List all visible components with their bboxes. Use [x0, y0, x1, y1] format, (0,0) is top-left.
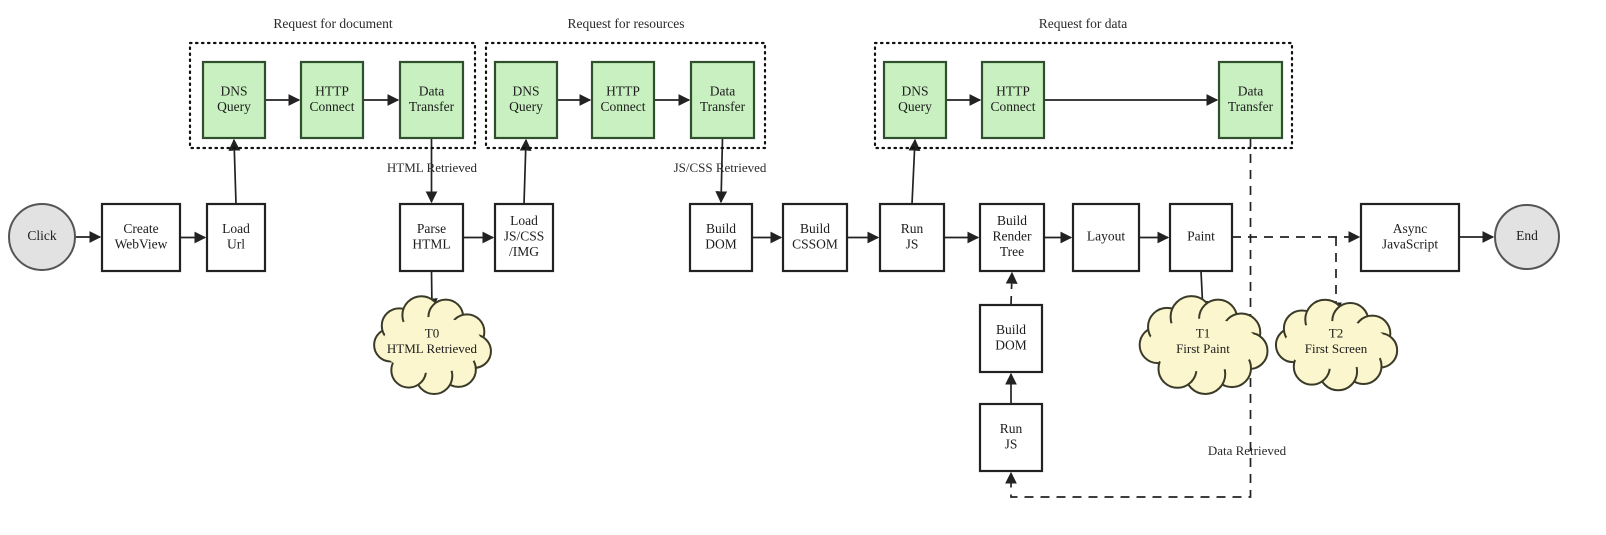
network-box-n2-dns[interactable]	[493, 60, 559, 140]
network-box-n1-data[interactable]	[398, 60, 465, 140]
request-group-g3	[873, 41, 1294, 150]
terminal-label-start: Click	[27, 228, 56, 243]
edge-load-url-to-dns1	[228, 138, 241, 205]
network-box-n2-http[interactable]	[590, 60, 656, 140]
terminal-end[interactable]	[1494, 204, 1560, 270]
request-group-g1	[188, 41, 477, 150]
terminal-start[interactable]	[8, 203, 76, 271]
process-box-async-js[interactable]	[1359, 202, 1461, 273]
process-box-load-url[interactable]	[205, 202, 267, 273]
network-box-n1-dns[interactable]	[201, 60, 267, 140]
process-box-layout[interactable]	[1071, 202, 1141, 273]
network-box-n3-data[interactable]	[1217, 60, 1284, 140]
network-box-n3-http[interactable]	[980, 60, 1046, 140]
process-box-paint[interactable]	[1168, 202, 1234, 273]
cloud-body	[1283, 321, 1389, 369]
group-title-g1: Request for document	[273, 16, 392, 31]
group-layer	[188, 41, 1294, 150]
cloud-body	[381, 317, 483, 373]
edge-label-data-retrieved: Data Retrieved	[1208, 443, 1287, 458]
request-group-g2	[484, 41, 767, 150]
process-box-run-js-bot[interactable]	[978, 402, 1044, 473]
edge-label-jscss-retrieved: JS/CSS Retrieved	[674, 160, 767, 175]
group-title-g2: Request for resources	[568, 16, 685, 31]
process-box-build-cssom[interactable]	[781, 202, 849, 273]
network-box-n1-http[interactable]	[299, 60, 365, 140]
process-box-parse-html[interactable]	[398, 202, 465, 273]
node-layer	[8, 60, 1560, 473]
process-box-label-paint: Paint	[1187, 229, 1215, 244]
network-box-n2-data[interactable]	[689, 60, 756, 140]
process-box-run-js-top[interactable]	[878, 202, 946, 273]
label-layer: Request for document Request for resource…	[27, 16, 1538, 458]
process-box-load-assets[interactable]	[493, 202, 555, 273]
process-box-build-dom-bot[interactable]	[978, 303, 1044, 374]
group-title-g3: Request for data	[1039, 16, 1127, 31]
edge-load-assets-to-dns2	[519, 138, 532, 205]
process-box-build-dom-top[interactable]	[688, 202, 754, 273]
edge-run-js-to-dns3	[908, 138, 921, 205]
cloud-t2	[1274, 298, 1399, 392]
cloud-body	[1147, 318, 1259, 372]
edge-label-html-retrieved: HTML Retrieved	[387, 160, 478, 175]
process-box-create-webview[interactable]	[100, 202, 182, 273]
network-box-n3-dns[interactable]	[882, 60, 948, 140]
cloud-t0	[373, 295, 492, 395]
edge-build-dom-bot-to-build-render	[1005, 271, 1018, 306]
edge-layer	[75, 94, 1495, 498]
process-box-build-render[interactable]	[978, 202, 1046, 273]
terminal-label-end: End	[1516, 228, 1538, 243]
process-box-label-layout: Layout	[1087, 229, 1125, 244]
cloud-t1	[1138, 295, 1269, 395]
